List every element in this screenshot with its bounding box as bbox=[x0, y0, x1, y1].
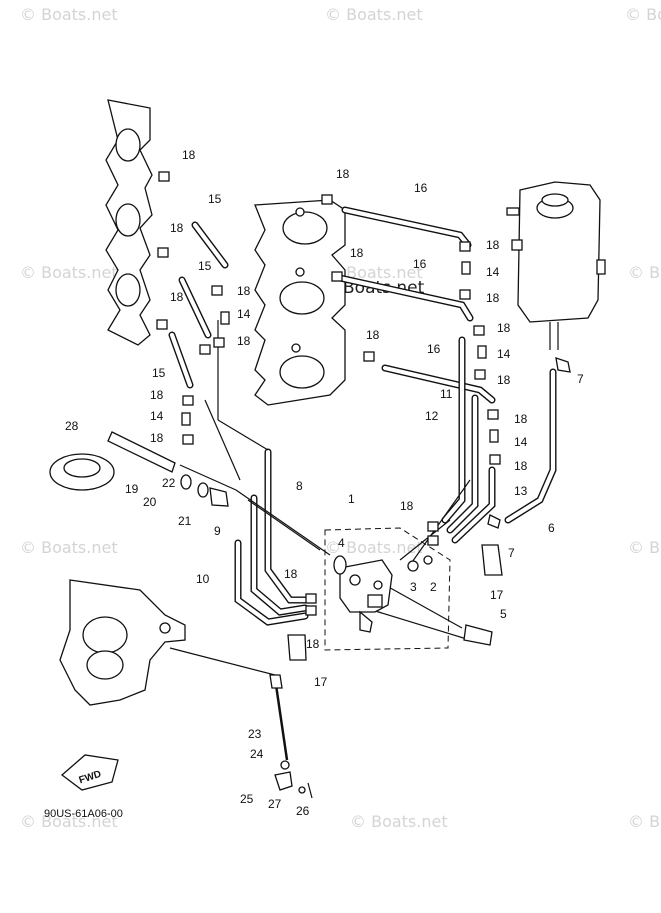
watermark: © Boats.net bbox=[325, 5, 423, 24]
callout-label: 18 bbox=[514, 459, 528, 473]
callout-label: 16 bbox=[414, 181, 428, 195]
watermark: © Boats.net bbox=[325, 538, 423, 557]
callout-label: 18 bbox=[182, 148, 196, 162]
callout-label: 24 bbox=[250, 747, 264, 761]
small-parts bbox=[49, 171, 571, 799]
callout-label: 18 bbox=[306, 637, 320, 651]
callout-label: 5 bbox=[500, 607, 507, 621]
callout-label: 14 bbox=[150, 409, 164, 423]
callout-label: 11 bbox=[440, 387, 453, 401]
callout-label: 18 bbox=[486, 238, 500, 252]
callout-label: 18 bbox=[284, 567, 298, 581]
callout-label: 18 bbox=[150, 388, 164, 402]
watermark-group: © Boats.net © Boats.net © Boats.net © Bo… bbox=[20, 5, 661, 831]
engine-block-lower-left bbox=[59, 579, 186, 706]
callout-label: 18 bbox=[150, 431, 164, 445]
callout-label: 20 bbox=[143, 495, 157, 509]
callout-label: 4 bbox=[338, 536, 345, 550]
watermark: © Boats.net bbox=[20, 263, 118, 282]
callout-label: 23 bbox=[248, 727, 262, 741]
intake-manifold-left bbox=[105, 99, 153, 346]
callout-label: 18 bbox=[170, 290, 184, 304]
oil-hoses bbox=[168, 206, 557, 626]
callout-label: 17 bbox=[314, 675, 328, 689]
callout-label: 18 bbox=[170, 221, 184, 235]
oil-pump-group-box bbox=[324, 527, 451, 651]
callout-label: 15 bbox=[198, 259, 212, 273]
callout-label: 18 bbox=[400, 499, 414, 513]
watermark: © Boats.net bbox=[625, 5, 661, 24]
watermark: © Boats.net bbox=[20, 538, 118, 557]
callout-label: 18 bbox=[366, 328, 380, 342]
callout-label: 22 bbox=[162, 476, 176, 490]
watermark: © Boats.net bbox=[20, 812, 118, 831]
callout-label: 15 bbox=[152, 366, 166, 380]
oil-tank bbox=[506, 181, 606, 350]
callout-label: 17 bbox=[490, 588, 504, 602]
callout-label: 14 bbox=[497, 347, 511, 361]
callout-label: 27 bbox=[268, 797, 282, 811]
callout-label: 18 bbox=[497, 373, 511, 387]
callout-label: 3 bbox=[410, 580, 417, 594]
watermark: © Boats.net bbox=[628, 812, 661, 831]
callout-label: 10 bbox=[196, 572, 210, 586]
callout-numbers: 18 15 18 15 18 14 18 18 15 18 14 18 28 1… bbox=[65, 148, 584, 818]
callout-label: 14 bbox=[514, 435, 528, 449]
watermark: © Boats.net bbox=[20, 5, 118, 24]
leader-lines bbox=[169, 320, 471, 676]
callout-label: 16 bbox=[427, 342, 441, 356]
callout-label: 9 bbox=[214, 524, 221, 538]
watermark: © Boats.net bbox=[628, 538, 661, 557]
callout-label: 18 bbox=[237, 334, 251, 348]
callout-label: 8 bbox=[296, 479, 303, 493]
callout-label: 18 bbox=[350, 246, 364, 260]
callout-label: 12 bbox=[425, 409, 439, 423]
callout-label: 26 bbox=[296, 804, 310, 818]
diagram-code: 90US-61A06-00 bbox=[44, 808, 123, 820]
throttle-body-assembly bbox=[254, 199, 346, 406]
callout-label: 19 bbox=[125, 482, 139, 496]
callout-label: 7 bbox=[577, 372, 584, 386]
callout-label: 18 bbox=[514, 412, 528, 426]
callout-label: 25 bbox=[240, 792, 254, 806]
callout-label: 14 bbox=[237, 307, 251, 321]
fwd-arrow: FWD bbox=[60, 754, 119, 791]
callout-label: 16 bbox=[413, 257, 427, 271]
callout-label: 28 bbox=[65, 419, 79, 433]
callout-label: 21 bbox=[178, 514, 192, 528]
callout-label: 6 bbox=[548, 521, 555, 535]
callout-label: 18 bbox=[237, 284, 251, 298]
callout-label: 18 bbox=[336, 167, 350, 181]
callout-label: 13 bbox=[514, 484, 528, 498]
callout-label: 1 bbox=[348, 492, 355, 506]
callout-label: 18 bbox=[486, 291, 500, 305]
callout-label: 7 bbox=[508, 546, 515, 560]
oil-pump bbox=[339, 559, 393, 633]
watermark: © Boats.net bbox=[350, 812, 448, 831]
watermark: © Boats.net bbox=[628, 263, 661, 282]
callout-label: 14 bbox=[486, 265, 500, 279]
callout-label: 18 bbox=[497, 321, 511, 335]
callout-label: 2 bbox=[430, 580, 437, 594]
callout-label: 15 bbox=[208, 192, 222, 206]
